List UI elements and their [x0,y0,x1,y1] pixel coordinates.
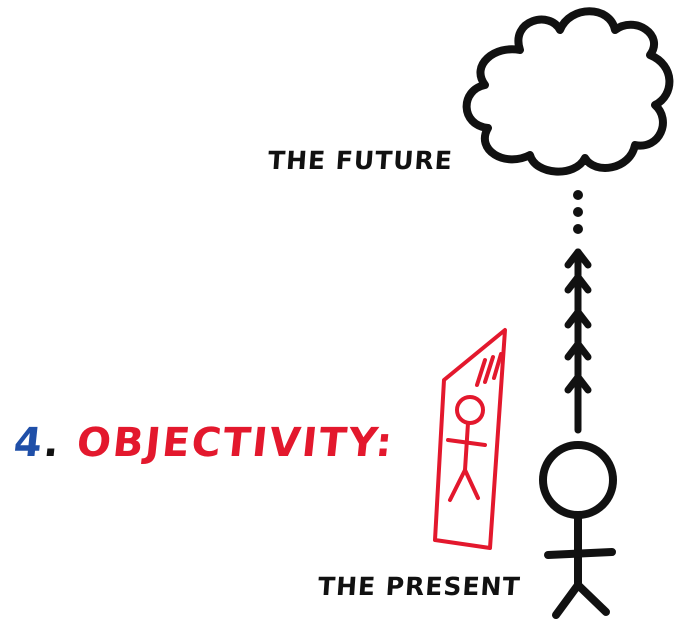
dotted-path [573,190,583,234]
mirror-icon [435,330,505,548]
arrow-path [568,252,588,430]
stick-figure-icon [543,445,613,615]
cloud-icon [467,11,670,171]
